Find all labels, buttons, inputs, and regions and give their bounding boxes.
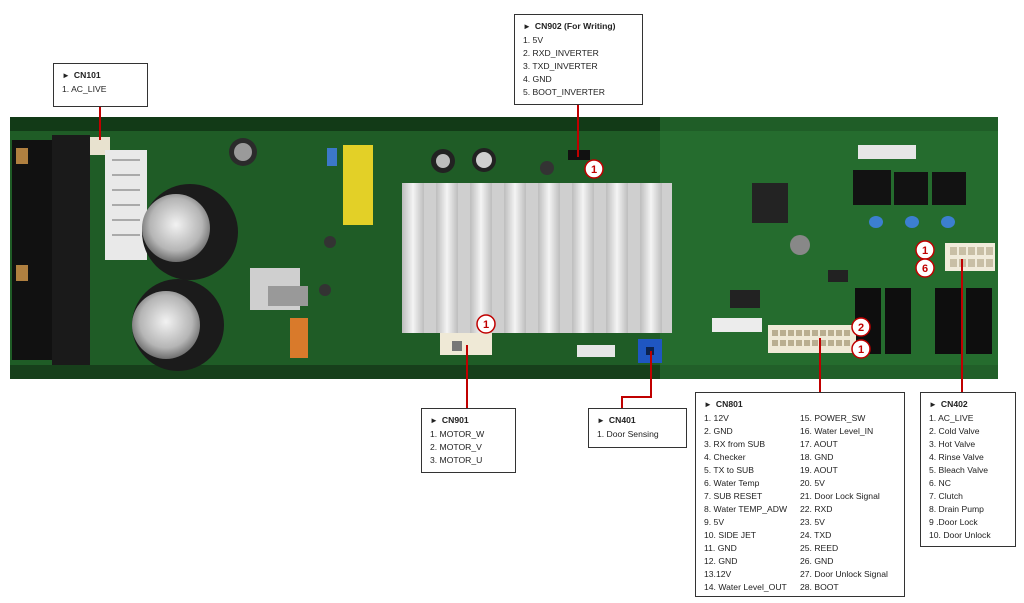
- cn801-pin-23: 23. 5V: [800, 517, 825, 527]
- arrow-icon: ►: [597, 416, 605, 425]
- cn801-pin-12: 12. GND: [704, 556, 738, 566]
- svg-text:1: 1: [922, 245, 928, 257]
- cn402-pin-2: 2. Cold Valve: [929, 426, 980, 436]
- cn801-pin1-marker: 1: [851, 339, 871, 359]
- cn402-pin-1: 1. AC_LIVE: [929, 413, 974, 423]
- svg-text:1: 1: [483, 319, 489, 331]
- cn801-right-column: 15. POWER_SW 16. Water Level_IN 17. AOUT…: [800, 412, 896, 594]
- cn801-pin-6: 6. Water Temp: [704, 478, 760, 488]
- cn402-pin-3: 3. Hot Valve: [929, 439, 976, 449]
- svg-text:2: 2: [858, 322, 864, 334]
- cn801-pin-13: 13.12V: [704, 569, 732, 579]
- cn402-title: CN402: [940, 399, 968, 409]
- cn801-label-box: ►CN801 1. 12V 2. GND 3. RX from SUB 4. C…: [695, 392, 905, 597]
- cn902-pin-1: 1. 5V: [523, 35, 544, 45]
- cn801-pin-24: 24. TXD: [800, 530, 832, 540]
- cn801-pin-15: 15. POWER_SW: [800, 413, 866, 423]
- cn402-label-box: ►CN402 1. AC_LIVE 2. Cold Valve 3. Hot V…: [920, 392, 1016, 547]
- cn901-pin1-marker: 1: [476, 314, 496, 334]
- cn801-pin-7: 7. SUB RESET: [704, 491, 763, 501]
- cn801-pin-17: 17. AOUT: [800, 439, 838, 449]
- mcu-chip: [752, 183, 788, 223]
- cn801-pin-1: 1. 12V: [704, 413, 729, 423]
- cn801-pin-18: 18. GND: [800, 452, 834, 462]
- cn901-pin-1: 1. MOTOR_W: [430, 429, 485, 439]
- svg-text:1: 1: [858, 344, 864, 356]
- cn101-label-box: ►CN101 1. AC_LIVE: [53, 63, 148, 107]
- cn801-pin-16: 16. Water Level_IN: [800, 426, 874, 436]
- arrow-icon: ►: [430, 416, 438, 425]
- cn401-pin-1: 1. Door Sensing: [597, 429, 659, 439]
- arrow-icon: ►: [523, 22, 531, 31]
- cn801-pin-2: 2. GND: [704, 426, 733, 436]
- arrow-icon: ►: [704, 400, 712, 409]
- cn801-pin-26: 26. GND: [800, 556, 834, 566]
- cn801-pin-25: 25. REED: [800, 543, 839, 553]
- cn801-pin-11: 11. GND: [704, 543, 737, 553]
- cn801-pin-22: 22. RXD: [800, 504, 833, 514]
- cn101-title: CN101: [73, 70, 101, 80]
- cn901-pin-2: 2. MOTOR_V: [430, 442, 482, 452]
- cn902-pin-5: 5. BOOT_INVERTER: [523, 87, 605, 97]
- cn902-title: CN902 (For Writing): [534, 21, 616, 31]
- svg-text:6: 6: [922, 263, 928, 275]
- cn801-pin-9: 9. 5V: [704, 517, 725, 527]
- cn401-title: CN401: [608, 415, 636, 425]
- cn402-pin-5: 5. Bleach Valve: [929, 465, 989, 475]
- cn801-title: CN801: [715, 399, 743, 409]
- cn801-pin-10: 10. SIDE JET: [704, 530, 757, 540]
- cn401-label-box: ►CN401 1. Door Sensing: [588, 408, 687, 448]
- cn401-leader-line: [621, 351, 652, 408]
- cn402-pin-10: 10. Door Unlock: [929, 530, 991, 540]
- arrow-icon: ►: [62, 71, 70, 80]
- cn901-title: CN901: [441, 415, 469, 425]
- cn801-pin-21: 21. Door Lock Signal: [800, 491, 880, 501]
- svg-text:1: 1: [591, 164, 597, 176]
- cn902-pin1-marker: 1: [584, 159, 604, 179]
- arrow-icon: ►: [929, 400, 937, 409]
- cn402-pin-8: 8. Drain Pump: [929, 504, 984, 514]
- cn901-label-box: ►CN901 1. MOTOR_W 2. MOTOR_V 3. MOTOR_U: [421, 408, 516, 473]
- cn402-pin-7: 7. Clutch: [929, 491, 963, 501]
- cn402-pin-6: 6. NC: [929, 478, 951, 488]
- cn901-pin-3: 3. MOTOR_U: [430, 455, 483, 465]
- cn101-pin-1: 1. AC_LIVE: [62, 84, 107, 94]
- cn801-pin-27: 27. Door Unlock Signal: [800, 569, 888, 579]
- cn402-pin6-marker: 6: [915, 258, 935, 278]
- cn801-pin-3: 3. RX from SUB: [704, 439, 766, 449]
- cn402-pin-9: 9 .Door Lock: [929, 517, 978, 527]
- cn801-pin-28: 28. BOOT: [800, 582, 839, 592]
- cn902-pin-4: 4. GND: [523, 74, 552, 84]
- cn801-pin-4: 4. Checker: [704, 452, 746, 462]
- cn801-pin2-marker: 2: [851, 317, 871, 337]
- cn902-label-box: ►CN902 (For Writing) 1. 5V 2. RXD_INVERT…: [514, 14, 643, 105]
- cn402-pin-4: 4. Rinse Valve: [929, 452, 984, 462]
- cn801-pin-19: 19. AOUT: [800, 465, 838, 475]
- cn402-pin1-marker: 1: [915, 240, 935, 260]
- cn801-left-column: 1. 12V 2. GND 3. RX from SUB 4. Checker …: [704, 412, 800, 594]
- cn801-pin-14: 14. Water Level_OUT: [704, 582, 787, 592]
- cn801-pin-5: 5. TX to SUB: [704, 465, 754, 475]
- cn801-connector: [768, 325, 856, 353]
- cn801-pin-8: 8. Water TEMP_ADW: [704, 504, 788, 514]
- cn902-pin-2: 2. RXD_INVERTER: [523, 48, 599, 58]
- cn801-pin-20: 20. 5V: [800, 478, 825, 488]
- cn902-pin-3: 3. TXD_INVERTER: [523, 61, 598, 71]
